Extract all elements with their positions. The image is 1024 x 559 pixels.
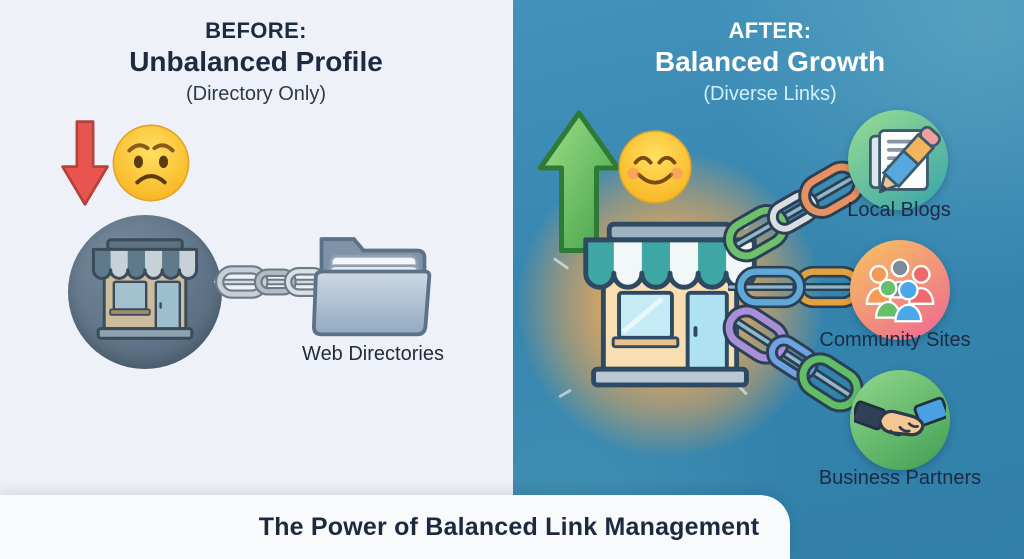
business-partners-badge [850,370,950,470]
chain-to-local-blogs-icon [723,160,867,263]
muted-store-circle [68,215,222,369]
local-blogs-label: Local Blogs [847,199,951,221]
before-kicker: BEFORE: [205,18,307,43]
document-pen-icon [869,125,941,194]
up-arrow-icon [537,110,621,253]
after-heading: AFTER: Balanced Growth (Diverse Links) [558,18,982,106]
community-sites-badge [850,240,950,340]
after-subhead: (Diverse Links) [703,83,837,105]
people-group-icon [865,258,935,323]
storefront-icon [583,221,757,388]
smiling-face-icon [618,130,692,204]
before-headline: Unbalanced Profile [129,46,383,77]
storefront-icon [91,238,199,340]
folder-icon [312,237,432,337]
footer-title: The Power of Balanced Link Management [258,512,760,541]
before-panel: BEFORE: Unbalanced Profile (Directory On… [0,0,513,559]
chain-icon [214,265,328,299]
footer-band: The Power of Balanced Link Management [0,495,790,559]
worried-face-icon [112,124,190,202]
before-subhead: (Directory Only) [185,83,326,105]
community-sites-label: Community Sites [819,329,971,351]
chain-to-community-sites-icon [728,265,872,309]
down-arrow-icon [61,120,109,206]
after-kicker: AFTER: [728,18,812,43]
handshake-icon [854,396,946,437]
local-blogs-badge [848,110,948,210]
web-directories-label: Web Directories [302,343,444,365]
chain-to-business-partners-icon [722,304,864,413]
business-partners-label: Business Partners [818,467,982,489]
after-headline: Balanced Growth [654,46,886,77]
before-heading: BEFORE: Unbalanced Profile (Directory On… [60,18,452,106]
